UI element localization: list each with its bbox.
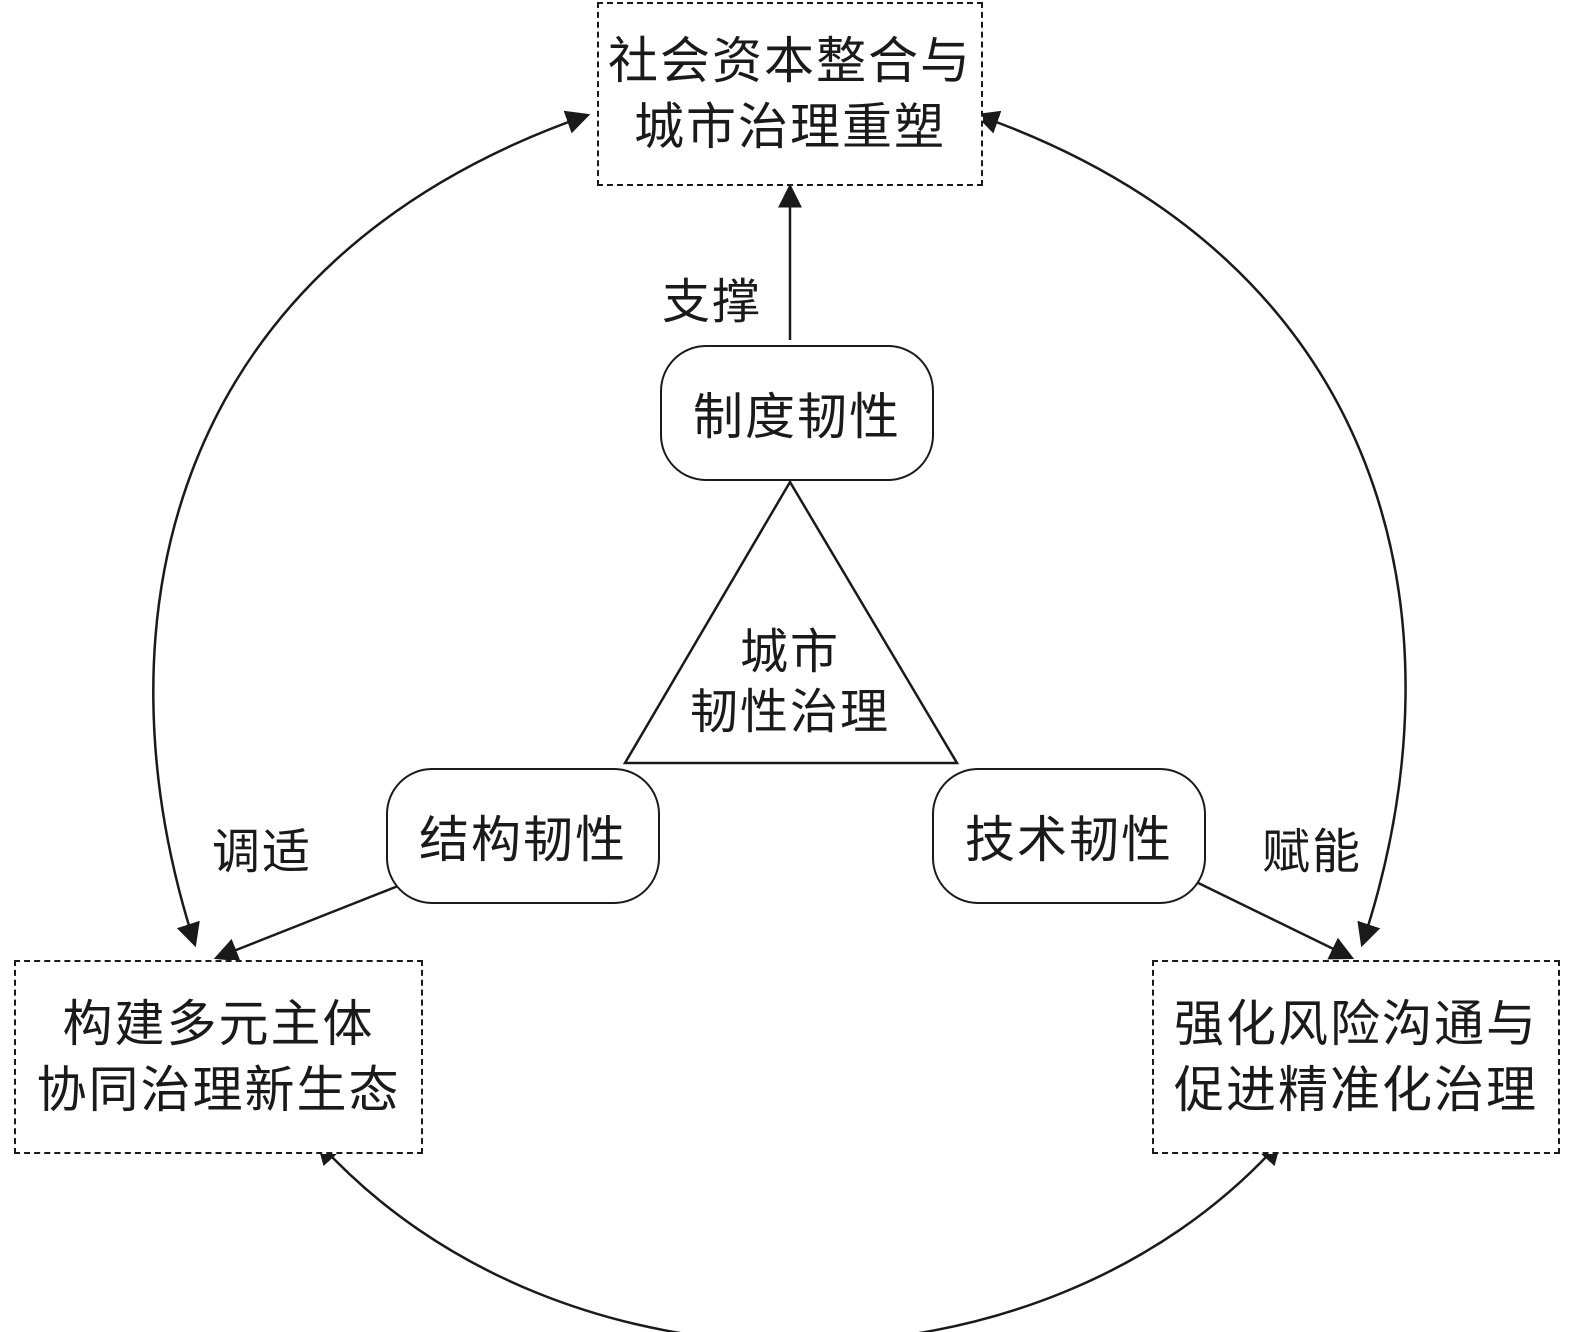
outcome-box-right: 强化风险沟通与 促进精准化治理 — [1152, 960, 1560, 1154]
arc-right-to-top — [974, 110, 1407, 948]
arrow-adapt — [213, 884, 399, 962]
outcome-top-line2: 城市治理重塑 — [634, 98, 946, 156]
arc-left-to-right — [316, 1140, 1282, 1332]
node-technical-resilience: 技术韧性 — [932, 768, 1206, 904]
center-line2: 韧性治理 — [690, 684, 891, 740]
center-triangle — [622, 479, 960, 765]
outcome-right-line2: 促进精准化治理 — [1174, 1061, 1538, 1119]
outcome-left-line2: 协同治理新生态 — [36, 1061, 401, 1119]
node-institutional-resilience: 制度韧性 — [660, 345, 934, 481]
outcome-box-left: 构建多元主体 协同治理新生态 — [14, 960, 423, 1154]
outcome-right-line1: 强化风险沟通与 — [1174, 995, 1538, 1053]
center-line1: 城市 — [739, 624, 840, 680]
edge-label-support: 支撑 — [662, 274, 763, 330]
edge-label-adapt: 调适 — [212, 824, 313, 880]
outcome-top-line1: 社会资本整合与 — [608, 32, 972, 90]
node-structural-label: 结构韧性 — [419, 811, 627, 869]
center-title: 城市 韧性治理 — [690, 622, 890, 742]
outcome-left-line1: 构建多元主体 — [62, 995, 375, 1053]
outcome-box-top: 社会资本整合与 城市治理重塑 — [597, 2, 983, 186]
node-structural-resilience: 结构韧性 — [386, 768, 660, 904]
node-institutional-label: 制度韧性 — [693, 388, 901, 446]
edge-label-empower: 赋能 — [1262, 824, 1363, 880]
node-technical-label: 技术韧性 — [965, 811, 1173, 869]
arc-left-to-top — [152, 110, 591, 948]
arrow-empower — [1187, 876, 1355, 960]
